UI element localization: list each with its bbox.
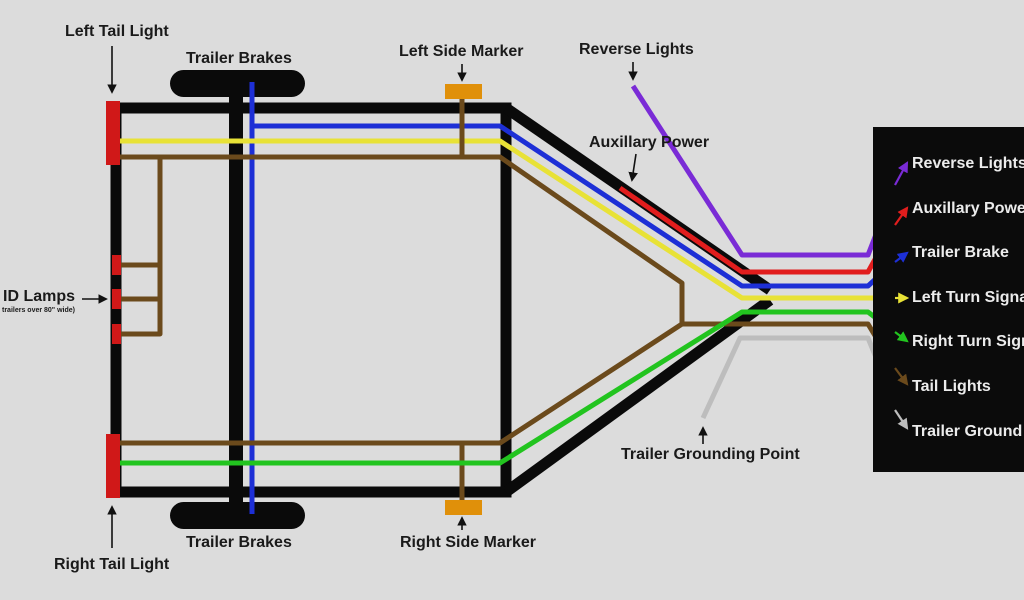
id-lamp-1 — [112, 255, 121, 275]
connector-label-trailer-ground: Trailer Ground — [912, 423, 1022, 440]
label-trailer-brakes-top: Trailer Brakes — [186, 50, 292, 67]
connector-label-trailer-brake: Trailer Brake — [912, 244, 1009, 261]
label-id-lamps: ID Lamps — [3, 288, 75, 305]
label-reverse-lights: Reverse Lights — [579, 41, 694, 58]
label-left-tail-light: Left Tail Light — [65, 23, 169, 40]
arrow-auxillary-power — [628, 153, 638, 182]
pin-arrow-trailer-brake — [894, 251, 909, 263]
connector-label-tail-lights: Tail Lights — [912, 378, 991, 395]
label-left-side-marker: Left Side Marker — [399, 43, 523, 60]
wire-id-lamps — [120, 157, 163, 337]
wheel-top — [170, 70, 305, 97]
id-lamp-3 — [112, 324, 121, 344]
connector-label-reverse-lights: Reverse Lights — [912, 155, 1024, 172]
pin-arrow-reverse-lights — [894, 161, 909, 186]
left-tail-light — [106, 101, 120, 165]
left-side-marker-lamp — [445, 84, 482, 99]
label-right-side-marker: Right Side Marker — [400, 534, 536, 551]
label-id-lamps-note: trailers over 80" wide) — [2, 307, 75, 314]
label-trailer-brakes-bottom: Trailer Brakes — [186, 534, 292, 551]
wheel-bottom — [170, 502, 305, 529]
id-lamp-2 — [112, 289, 121, 309]
connector-label-left-turn-signal: Left Turn Signal — [912, 289, 1024, 306]
connector-label-auxillary-power: Auxillary Power — [912, 200, 1024, 217]
pin-arrow-tail-lights — [894, 367, 909, 386]
label-right-tail-light: Right Tail Light — [54, 556, 170, 573]
wire-trailer-brake-run — [252, 123, 907, 289]
label-auxillary-power: Auxillary Power — [589, 134, 709, 151]
pin-arrow-auxillary-power — [894, 206, 909, 226]
right-side-marker-lamp — [445, 500, 482, 515]
pin-arrow-trailer-ground — [894, 409, 909, 430]
wire-tail-lights-bottom — [116, 321, 684, 446]
label-trailer-grounding-point: Trailer Grounding Point — [621, 446, 800, 463]
connector-label-right-turn-signal: Right Turn Signal — [912, 333, 1024, 350]
pin-arrow-right-turn-signal — [894, 331, 909, 343]
right-tail-light — [106, 434, 120, 498]
wire-auxillary-power — [618, 185, 908, 275]
